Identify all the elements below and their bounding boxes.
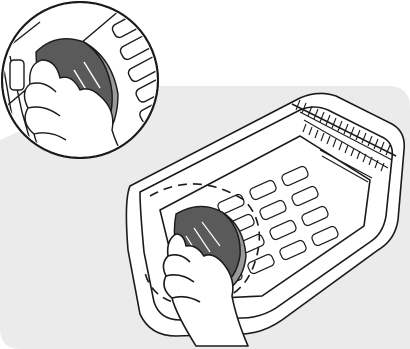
instruction-illustration — [0, 0, 410, 349]
